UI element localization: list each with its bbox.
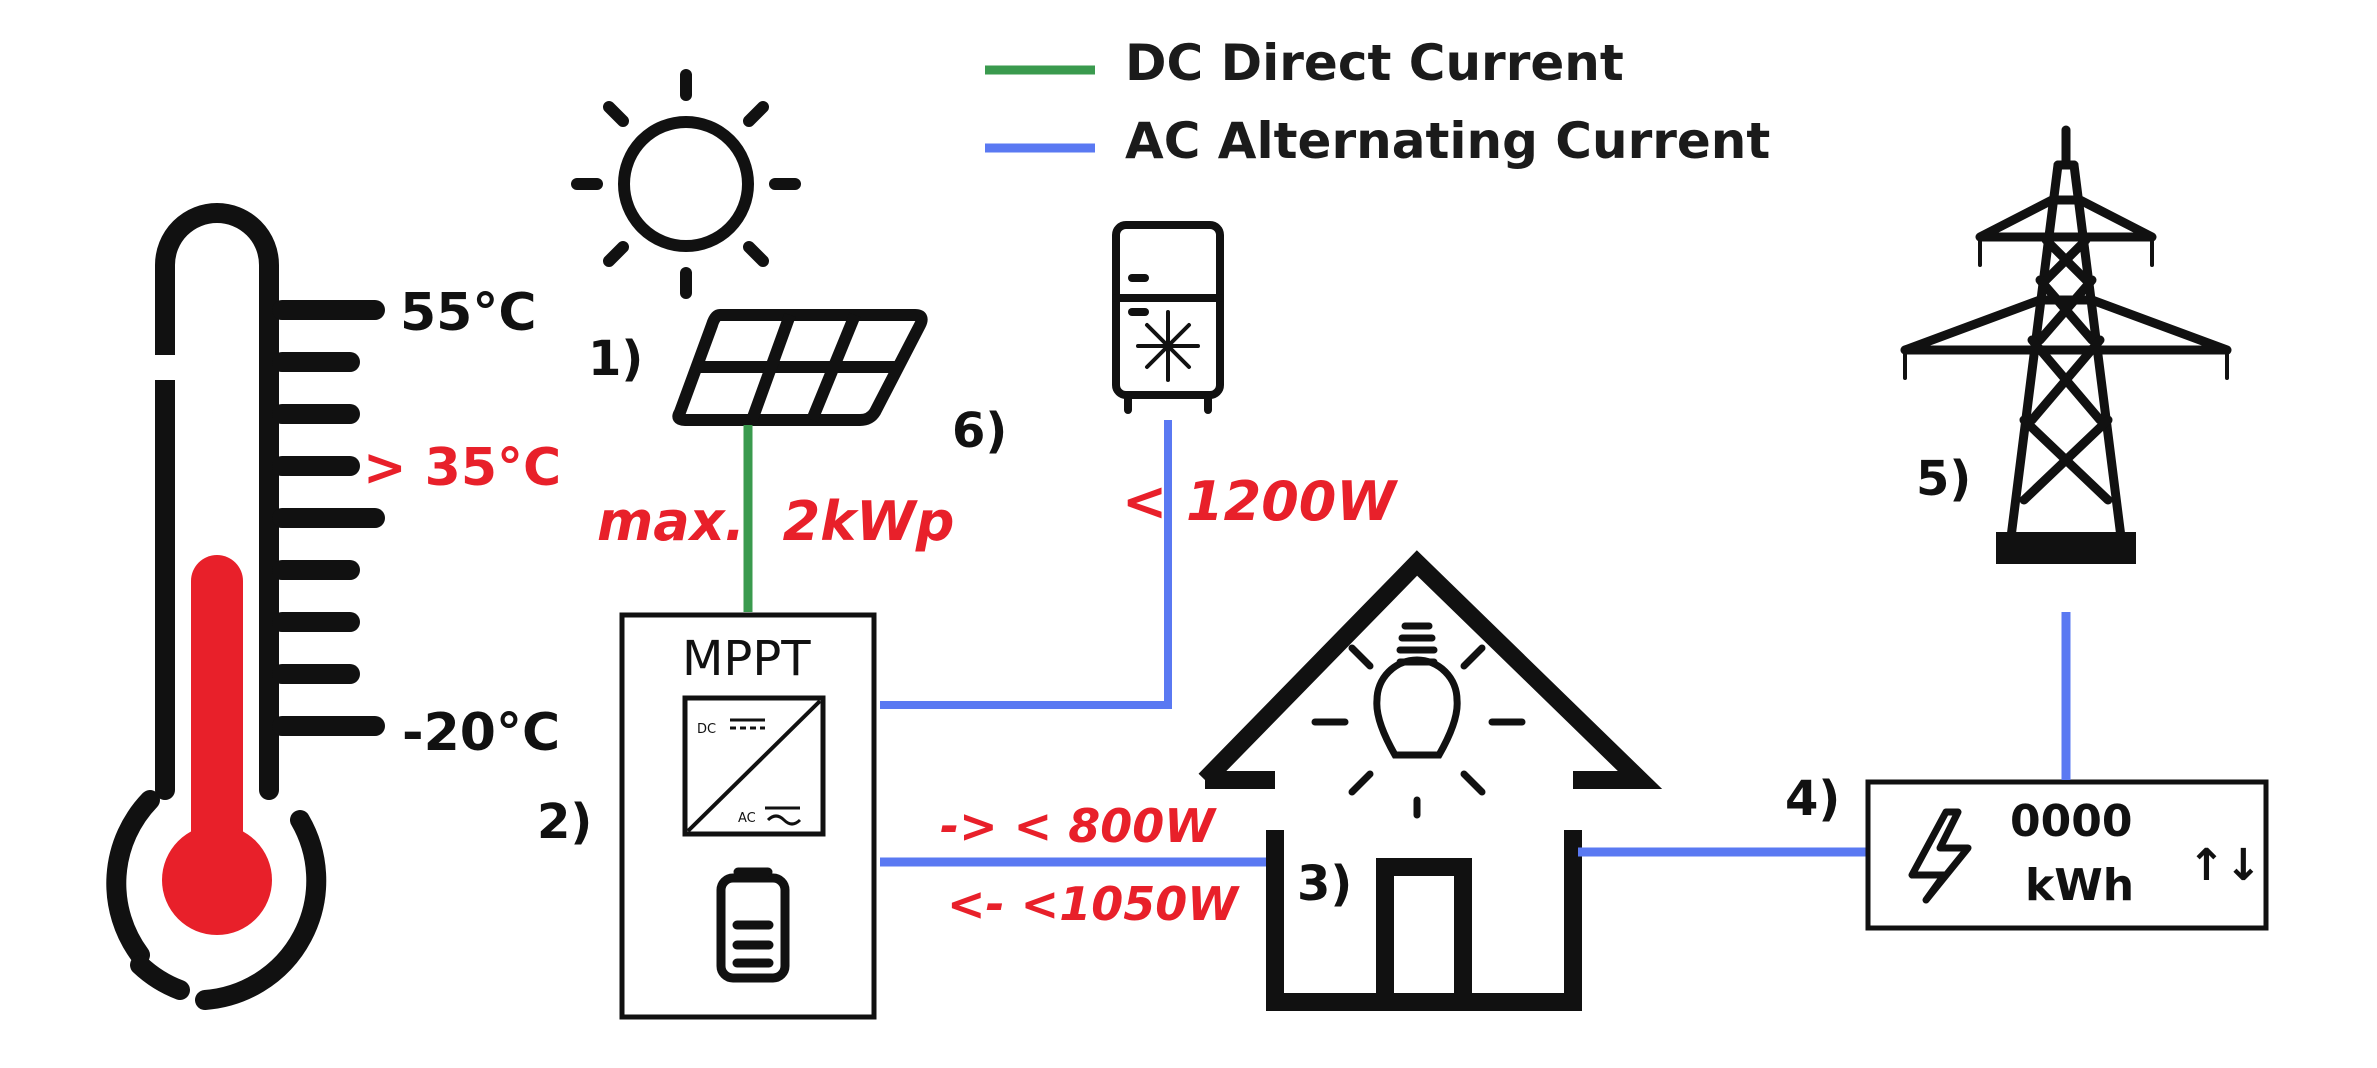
inverter-symbol: DC AC — [682, 695, 826, 837]
fridge-limit-label: < 1200W — [1122, 470, 1398, 533]
legend: DC Direct Current AC Alternating Current — [985, 34, 1770, 170]
inverter-dc-tag: DC — [697, 722, 716, 737]
pylon-base — [1996, 532, 2136, 564]
legend-dc-label: DC Direct Current — [1125, 34, 1624, 92]
house-icon — [1198, 550, 1663, 1011]
thermometer-bulb — [162, 825, 272, 935]
thermometer-icon — [106, 203, 385, 1010]
ac-line-fridge — [880, 420, 1172, 709]
solar-max-label: max. 2kWp — [597, 490, 954, 553]
temp-max-label: 55°C — [400, 283, 537, 343]
inverter-ac-tag: AC — [738, 811, 756, 826]
fridge-icon — [1112, 221, 1224, 414]
from-house-label: <- <1050W — [947, 877, 1240, 931]
lightning-icon — [1908, 808, 1972, 904]
solar-panel-icon — [672, 309, 928, 426]
meter-reading: 0000 — [2010, 796, 2132, 847]
thermometer-fill — [191, 555, 243, 875]
marker-1: 1) — [588, 331, 643, 387]
inverter-title: MPPT — [682, 631, 811, 687]
sun-icon — [571, 69, 801, 299]
marker-4: 4) — [1785, 771, 1840, 827]
marker-6: 6) — [952, 403, 1007, 459]
marker-5: 5) — [1916, 451, 1971, 507]
temp-min-label: -20°C — [402, 703, 560, 763]
meter-box: 0000 kWh ↑↓ — [1865, 779, 2269, 931]
snowflake-icon — [1136, 310, 1200, 382]
temp-warn-label: > 35°C — [363, 438, 561, 498]
meter-arrows: ↑↓ — [2188, 840, 2262, 891]
light-bulb-icon — [1311, 622, 1526, 819]
to-house-label: -> < 800W — [940, 799, 1217, 853]
meter-unit: kWh — [2025, 860, 2134, 911]
inverter-box: MPPT DC AC — [619, 612, 877, 1020]
pylon-icon — [1900, 125, 2232, 550]
marker-2: 2) — [537, 794, 592, 850]
marker-3: 3) — [1297, 856, 1352, 912]
battery-icon — [716, 867, 790, 983]
legend-ac-label: AC Alternating Current — [1125, 112, 1770, 170]
